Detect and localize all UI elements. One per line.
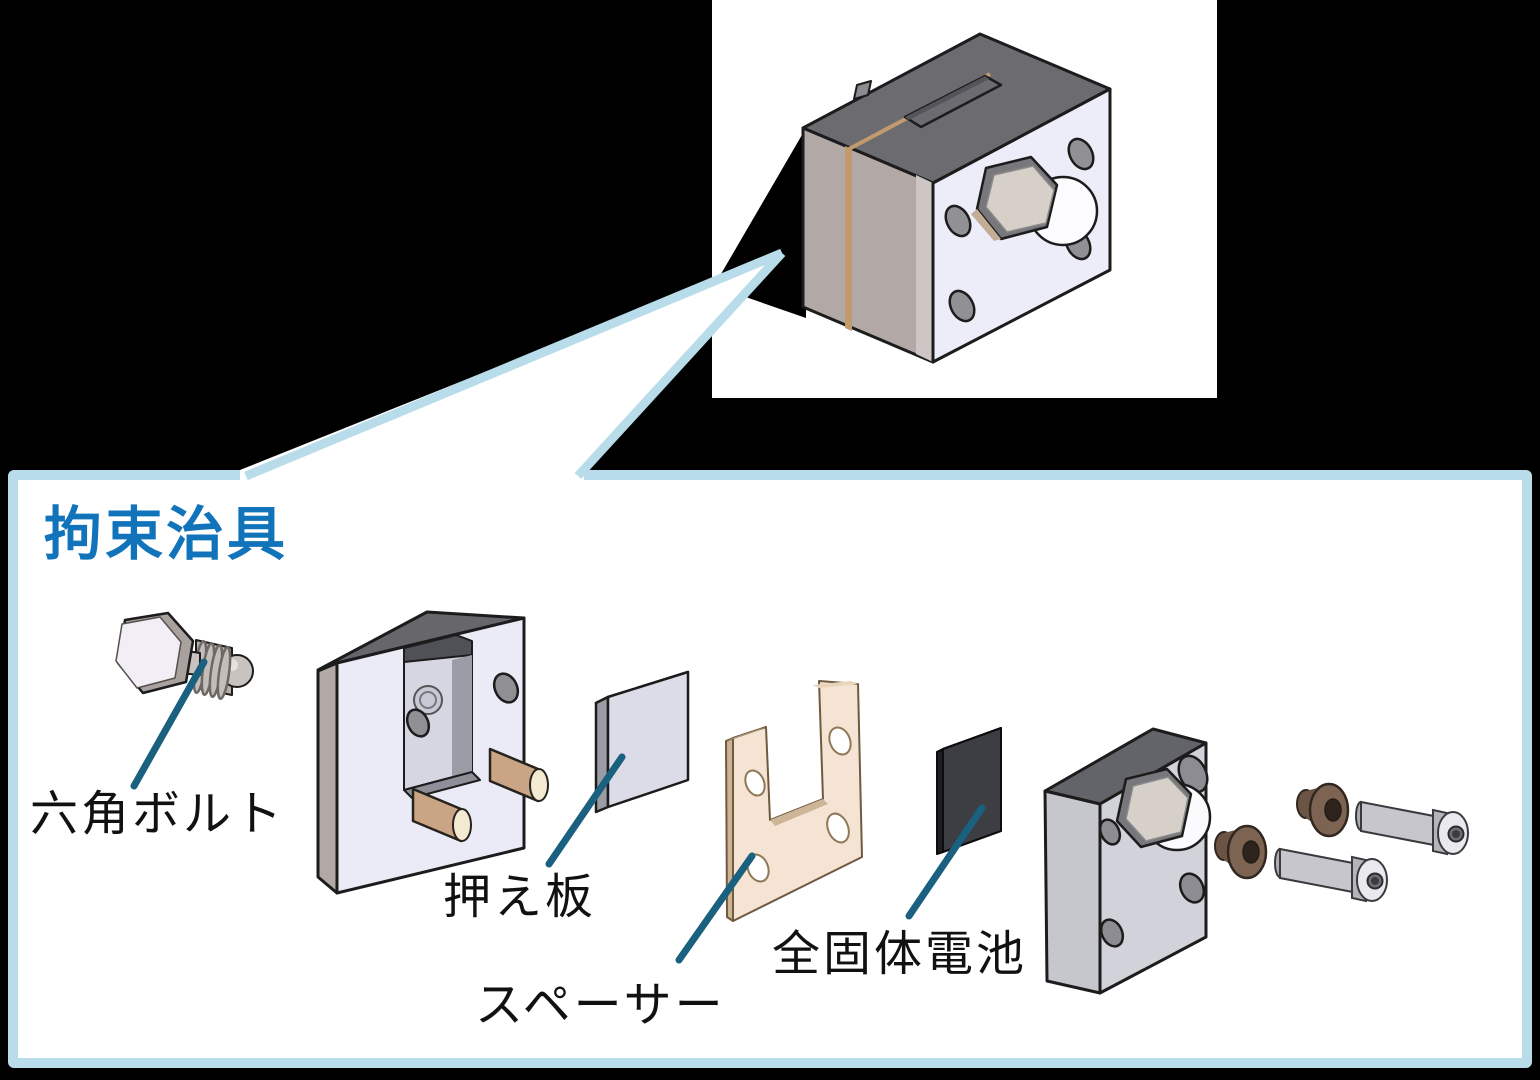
leader-line-spacer [675, 852, 756, 964]
panel-title: 拘束治具 [44, 502, 289, 567]
label-pressing-plate: 押え板 [443, 871, 597, 924]
zoom-callout-triangle [240, 248, 786, 481]
washer-left-illustration [1214, 824, 1268, 880]
back-block-illustration [316, 610, 549, 895]
battery-illustration [936, 727, 1002, 855]
front-plate-illustration [1043, 727, 1212, 995]
screw-upper-illustration [1355, 800, 1469, 856]
label-spacer: スペーサー [475, 979, 726, 1032]
hex-bolt-illustration [115, 611, 254, 701]
exploded-view-panel [8, 470, 1532, 1068]
spacer-illustration [725, 680, 863, 922]
pressing-plate-illustration [594, 670, 690, 814]
label-battery: 全固体電池 [772, 928, 1028, 981]
label-hex-bolt: 六角ボルト [30, 788, 286, 841]
leader-line-pressing-plate [545, 753, 626, 868]
assembled-jig-illustration [801, 32, 1112, 364]
washer-right-illustration [1296, 782, 1350, 838]
screw-lower-illustration [1274, 847, 1388, 903]
leader-line-battery [905, 804, 986, 920]
leader-line-hex-bolt [130, 658, 208, 790]
